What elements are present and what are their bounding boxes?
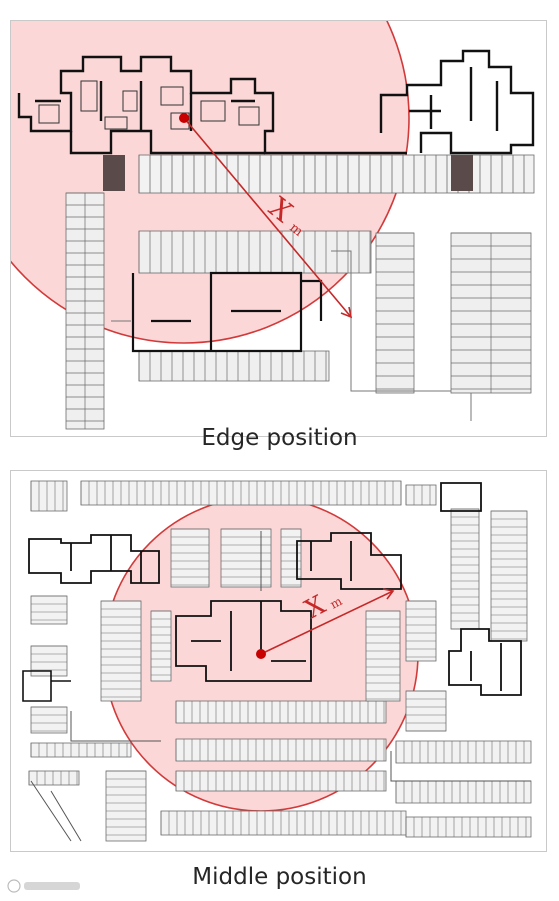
edge-floorplan-svg: X m: [11, 21, 535, 430]
caption-middle-position: Middle position: [192, 864, 367, 890]
parking-block: [490, 510, 528, 642]
parking-block: [105, 770, 147, 842]
building-block-left-inner: [38, 80, 260, 130]
parking-block: [365, 610, 401, 702]
building-cluster-bottom-left: [22, 670, 71, 702]
watermark: [6, 877, 86, 895]
parking-column-right: [375, 232, 532, 394]
middle-floorplan-svg: X m: [22, 480, 532, 842]
sensor-marker: [179, 113, 189, 123]
edge-position-floorplan: X m: [10, 20, 547, 437]
parking-block: [150, 610, 172, 682]
parking-stalls-top: [138, 155, 525, 193]
caption-edge-position: Edge position: [201, 425, 358, 451]
radius-arrow: [183, 117, 353, 319]
building-cluster-center: [175, 600, 312, 682]
parking-stalls-right: [376, 232, 531, 393]
middle-position-floorplan: X m: [10, 470, 547, 852]
parking-block: [220, 528, 272, 588]
parking-block: [30, 742, 132, 758]
watermark-logo: [7, 879, 80, 893]
parking-stalls-left: [66, 192, 104, 429]
parking-block: [160, 810, 407, 836]
parking-block: [30, 595, 68, 625]
parking-block: [175, 770, 387, 792]
building-block-left: [17, 55, 407, 155]
building-cluster-right: [448, 628, 522, 696]
parking-block: [175, 738, 387, 762]
parking-block: [405, 816, 532, 838]
outer-boundary-lines: [111, 250, 472, 421]
parking-block: [405, 600, 437, 662]
parking-block: [30, 480, 68, 512]
building-cluster-left: [28, 534, 160, 584]
parking-block: [28, 770, 80, 786]
parking-block: [100, 600, 142, 702]
building-block-right: [379, 49, 535, 155]
stair-core-left: [103, 155, 125, 191]
radius-arrow-middle: [260, 588, 395, 655]
parking-block: [395, 740, 532, 764]
parking-block: [450, 508, 480, 630]
parking-stalls-middle: [138, 231, 371, 381]
parking-block: [170, 528, 210, 588]
sensor-marker-middle: [256, 649, 266, 659]
parking-block: [395, 780, 532, 804]
parking-blocks: [28, 480, 532, 842]
stair-core-right: [451, 155, 473, 191]
parking-row-top: [138, 154, 535, 194]
parking-block: [405, 690, 447, 732]
parking-block: [175, 700, 387, 724]
parking-block: [405, 484, 437, 506]
parking-block: [30, 706, 68, 734]
parking-stalls-grid: [28, 481, 527, 837]
driveway-lines: [30, 531, 531, 842]
building-cluster-right-top: [296, 482, 482, 590]
